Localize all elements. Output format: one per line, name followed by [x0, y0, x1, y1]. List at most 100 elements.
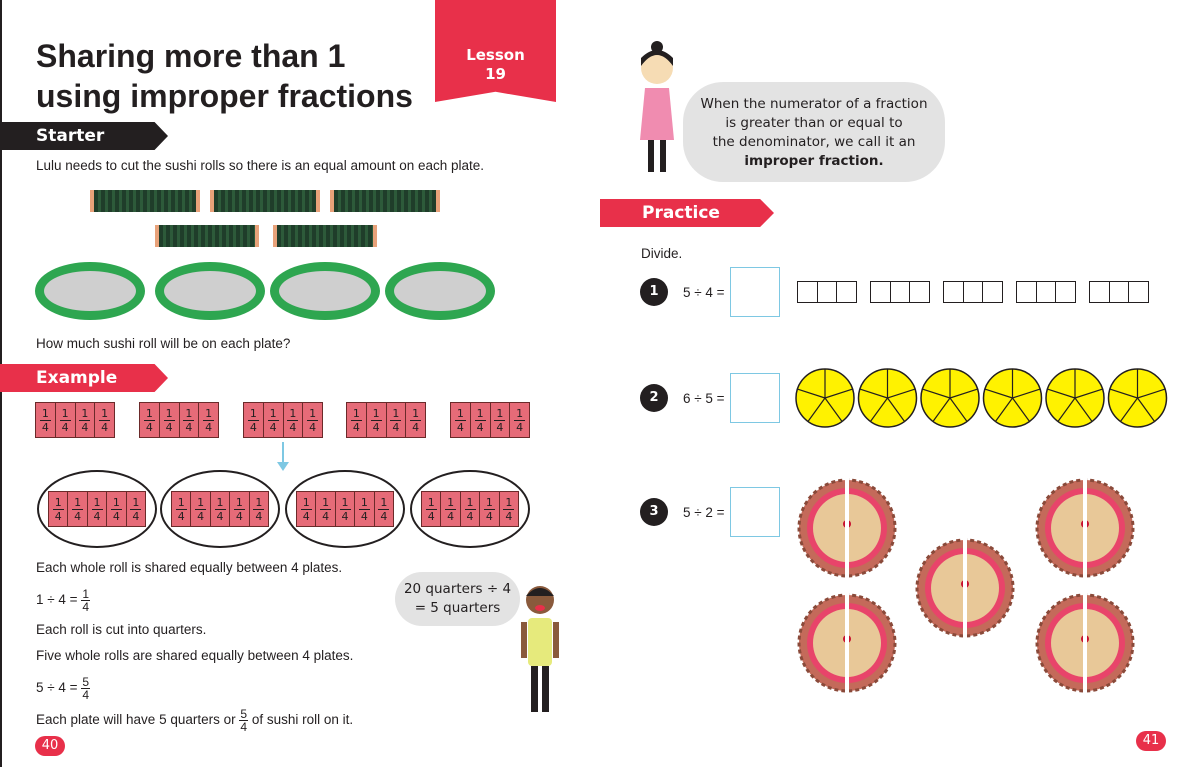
- boy-speech-bubble: 20 quarters ÷ 4= 5 quarters: [395, 572, 520, 626]
- girl-speech-bubble: When the numerator of a fraction is grea…: [683, 82, 945, 182]
- numerator: 1: [514, 406, 526, 421]
- numerator: 1: [425, 495, 437, 510]
- lesson-label: Lesson: [466, 46, 525, 64]
- numerator: 1: [307, 406, 319, 421]
- plate-group: [37, 470, 157, 548]
- answer-box[interactable]: [730, 487, 780, 537]
- rectangle-split-in-3: [797, 281, 857, 303]
- denominator: 4: [412, 420, 420, 434]
- denominator: 4: [145, 420, 153, 434]
- numerator: 1: [350, 406, 362, 421]
- denominator: 4: [456, 420, 464, 434]
- text: Each plate will have 5 quarters or: [36, 712, 236, 728]
- pie-cut-in-half: [915, 538, 1015, 638]
- numerator: 1: [130, 495, 142, 510]
- numerator: 1: [214, 495, 226, 510]
- plate: [155, 262, 265, 320]
- page-number-left: 40: [35, 736, 65, 756]
- example-line-4: Five whole rolls are shared equally betw…: [36, 648, 354, 663]
- circle-split-in-5: [982, 368, 1043, 428]
- denominator: 4: [341, 509, 349, 523]
- numerator: 1: [233, 495, 245, 510]
- denominator: 4: [197, 509, 205, 523]
- numerator: 1: [183, 406, 195, 421]
- numerator: 1: [99, 406, 111, 421]
- numerator: 1: [390, 406, 402, 421]
- denominator: 4: [177, 509, 185, 523]
- denominator: 4: [249, 420, 257, 434]
- numerator: 1: [464, 495, 476, 510]
- denominator: 4: [82, 600, 90, 614]
- circle-split-in-5: [1045, 368, 1105, 428]
- rectangle-split-in-3: [1016, 281, 1076, 303]
- circle-split-in-5: [920, 368, 980, 428]
- numerator: 1: [445, 495, 457, 510]
- page-number-right: 41: [1136, 731, 1166, 751]
- denominator: 4: [240, 720, 248, 734]
- lesson-number: 19: [485, 65, 506, 83]
- numerator: 1: [483, 495, 495, 510]
- question-expression: 5 ÷ 2 =: [683, 505, 725, 520]
- numerator: 1: [494, 406, 506, 421]
- plate: [385, 262, 495, 320]
- bubble-line: 20 quarters ÷ 4: [403, 581, 512, 597]
- numerator: 1: [300, 495, 312, 510]
- denominator: 4: [132, 509, 140, 523]
- denominator: 4: [165, 420, 173, 434]
- denominator: 4: [322, 509, 330, 523]
- plate-group: [285, 470, 405, 548]
- question-number: 2: [640, 384, 668, 412]
- starter-heading: Starter: [0, 122, 168, 150]
- numerator: 1: [320, 495, 332, 510]
- down-arrow-icon: [282, 442, 284, 468]
- numerator: 1: [503, 495, 515, 510]
- starter-question: How much sushi roll will be on each plat…: [36, 336, 291, 351]
- plate: [270, 262, 380, 320]
- numerator: 1: [195, 495, 207, 510]
- answer-box[interactable]: [730, 267, 780, 317]
- denominator: 4: [81, 420, 89, 434]
- denominator: 4: [380, 509, 388, 523]
- arrow-head: [277, 462, 289, 471]
- numerator: 1: [163, 406, 175, 421]
- denominator: 4: [392, 420, 400, 434]
- denominator: 4: [269, 420, 277, 434]
- equation-2: 5 ÷ 4 =: [36, 680, 78, 696]
- denominator: 4: [427, 509, 435, 523]
- denominator: 4: [352, 420, 360, 434]
- answer-box[interactable]: [730, 373, 780, 423]
- denominator: 4: [112, 509, 120, 523]
- pie-cut-in-half: [797, 593, 897, 693]
- numerator: 1: [378, 495, 390, 510]
- denominator: 4: [485, 509, 493, 523]
- numerator: 1: [287, 406, 299, 421]
- numerator: 1: [143, 406, 155, 421]
- text: of sushi roll on it.: [251, 712, 354, 728]
- denominator: 4: [466, 509, 474, 523]
